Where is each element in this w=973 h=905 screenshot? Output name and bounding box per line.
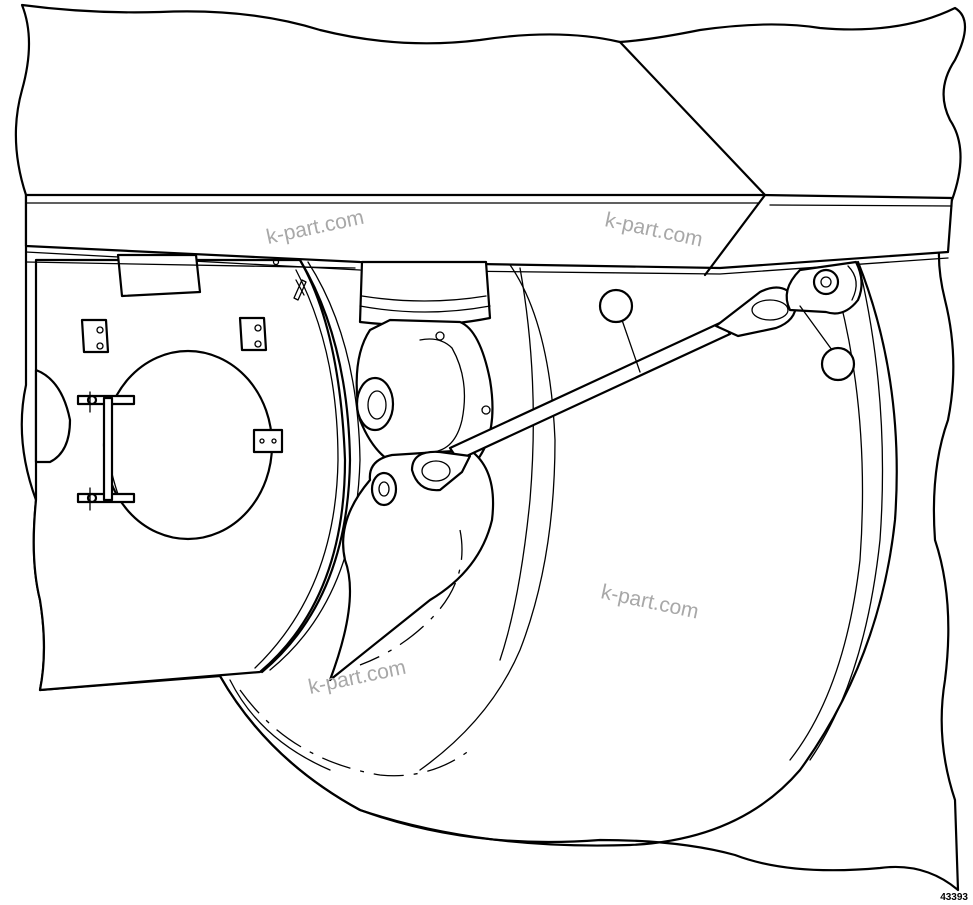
- tie-rod-end-left: [410, 450, 472, 492]
- tire-rim-inner: [419, 261, 556, 771]
- callout-2-bubble: [820, 346, 856, 382]
- rail-pin: [293, 279, 307, 301]
- callout-1-leader: [621, 319, 641, 373]
- cover-latch: [252, 428, 284, 454]
- tie-rod: [410, 286, 798, 492]
- drum-edge-arc-3: [254, 269, 339, 669]
- final-drive: [328, 260, 495, 682]
- callout-2: [799, 305, 856, 382]
- drive-flange-teeth: [359, 305, 491, 313]
- rail-top-face: [24, 193, 954, 270]
- clevis-bracket: [785, 260, 863, 315]
- callout-1-bubble: [598, 288, 634, 324]
- arm-eye: [370, 471, 398, 507]
- tire-tread-1: [499, 267, 534, 661]
- tire-sidewall-dash: [239, 689, 471, 777]
- inspection-cover: [102, 349, 274, 541]
- tie-rod-end-right: [714, 286, 798, 338]
- rail-bevel: [618, 40, 767, 277]
- tire-lower-arc: [229, 679, 331, 771]
- tire-tread-2: [809, 269, 884, 761]
- tire-tread-3: [789, 299, 864, 761]
- mounting-bracket-left: [80, 318, 110, 354]
- callout-1: [598, 288, 641, 373]
- cover-hinge: [76, 391, 136, 511]
- drive-flange: [358, 260, 492, 327]
- axle-stub: [34, 368, 72, 464]
- pivot-bore: [355, 376, 395, 432]
- lower-arm: [328, 448, 495, 682]
- drum-edge-arc: [260, 258, 352, 674]
- watermark-4: k-part.com: [306, 656, 408, 699]
- gear-ring-lower: [359, 529, 463, 666]
- watermark-3: k-part.com: [599, 580, 701, 623]
- figure-number: 43393: [940, 892, 968, 903]
- tire-outer: [218, 260, 898, 847]
- rail-bracket: [116, 253, 202, 298]
- drum-edge-arc-2: [269, 261, 361, 671]
- rail-inner-edge-2: [769, 204, 953, 207]
- callout-2-leader: [799, 305, 833, 351]
- tire: [218, 260, 898, 847]
- clevis-pin: [812, 268, 840, 296]
- axle-housing: [32, 258, 361, 692]
- mounting-bracket-right: [238, 316, 268, 352]
- frame-rail: [24, 40, 954, 301]
